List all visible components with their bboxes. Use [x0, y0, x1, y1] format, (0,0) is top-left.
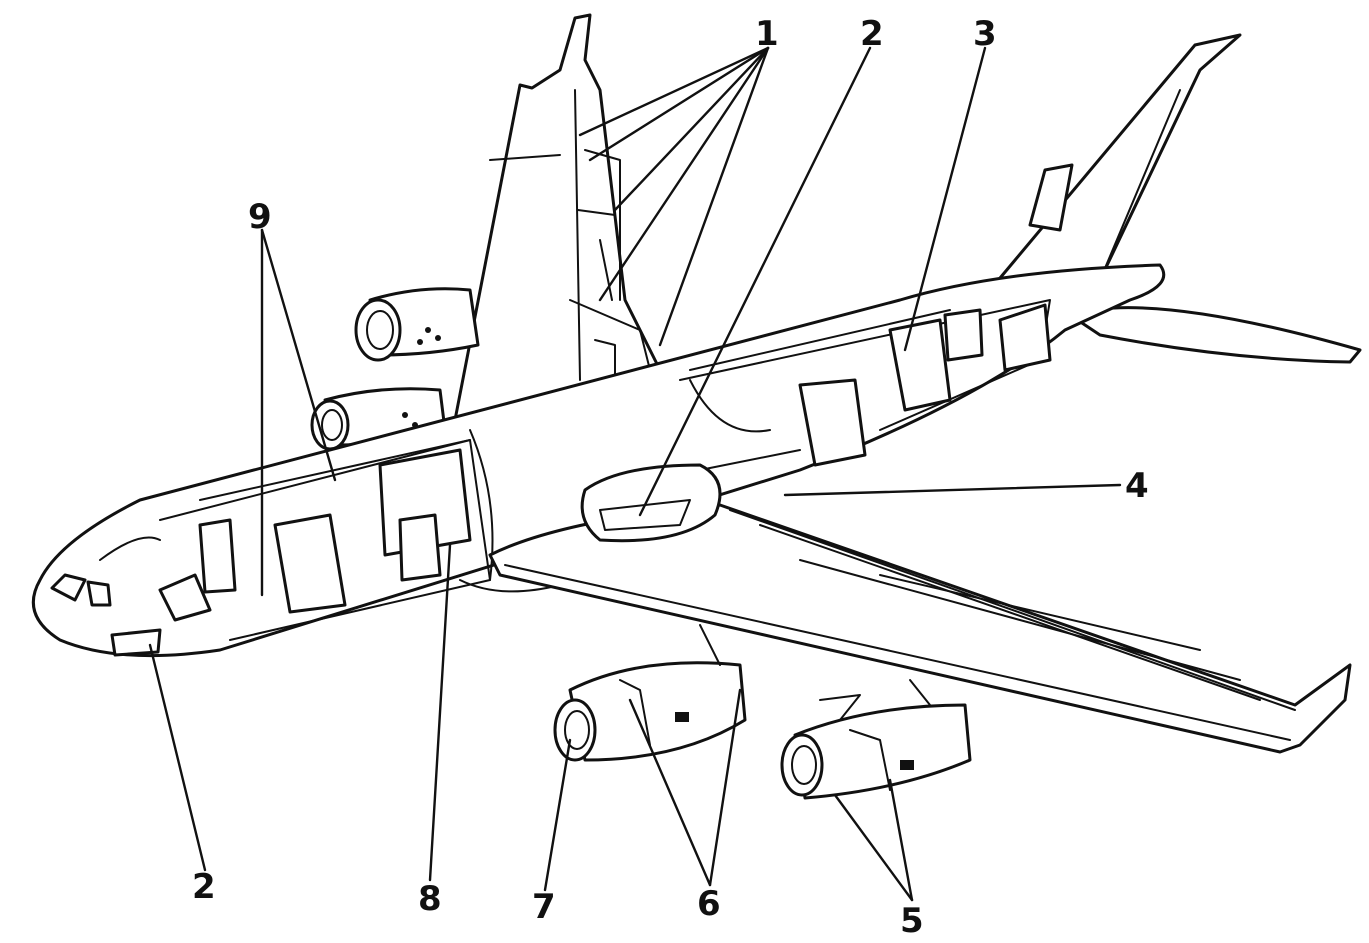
- callout-1: 1: [755, 14, 779, 54]
- fuselage: [31, 263, 1166, 658]
- callout-7: 7: [532, 887, 556, 927]
- callout-2-bottom: 2: [192, 867, 216, 907]
- callout-5: 5: [900, 901, 924, 941]
- far-engine-upper: [354, 287, 480, 362]
- wing-root-panel: [580, 463, 722, 543]
- callout-9: 9: [248, 197, 272, 237]
- vertical-stabilizer: [988, 33, 1242, 292]
- callouts: 1 2 3 4 2 5 6 7 8 9: [192, 14, 1149, 941]
- near-engine-inboard: [553, 624, 747, 762]
- callout-3: 3: [973, 14, 997, 54]
- callout-2-top: 2: [860, 14, 884, 54]
- callout-6: 6: [697, 884, 721, 924]
- near-engine-outboard: [780, 679, 972, 800]
- near-horizontal-stabilizer: [1068, 306, 1362, 364]
- callout-8: 8: [418, 879, 442, 919]
- far-horizontal-stabilizer: [1028, 163, 1074, 232]
- callout-4: 4: [1125, 466, 1149, 506]
- far-wing: [453, 13, 662, 422]
- leader-lines: [148, 46, 1122, 902]
